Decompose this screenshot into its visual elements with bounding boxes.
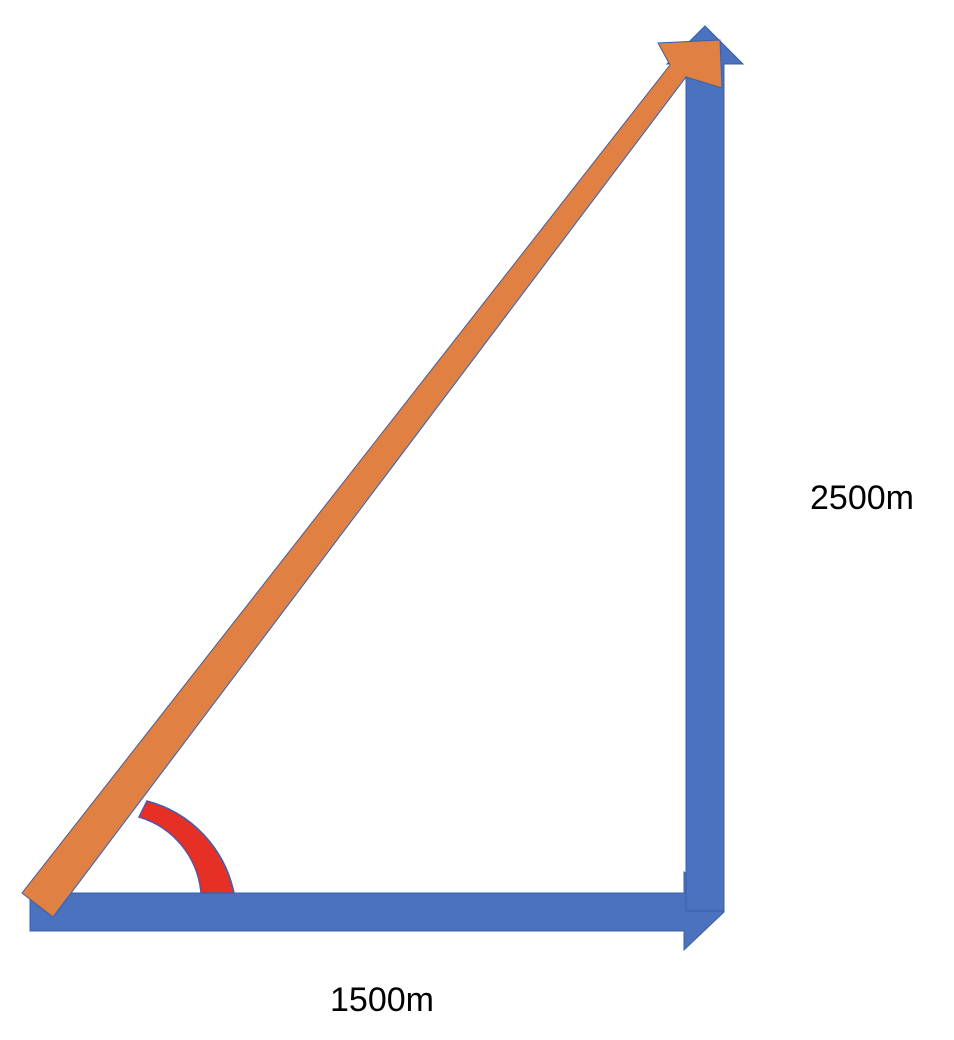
- vertical-leg-arrow: [665, 25, 745, 912]
- angle-arc: [137, 800, 235, 894]
- vertical-leg-label: 2500m: [810, 479, 914, 517]
- horizontal-leg-label: 1500m: [330, 981, 434, 1019]
- horizontal-leg-arrow: [29, 870, 725, 952]
- resultant-arrow: [21, 39, 723, 918]
